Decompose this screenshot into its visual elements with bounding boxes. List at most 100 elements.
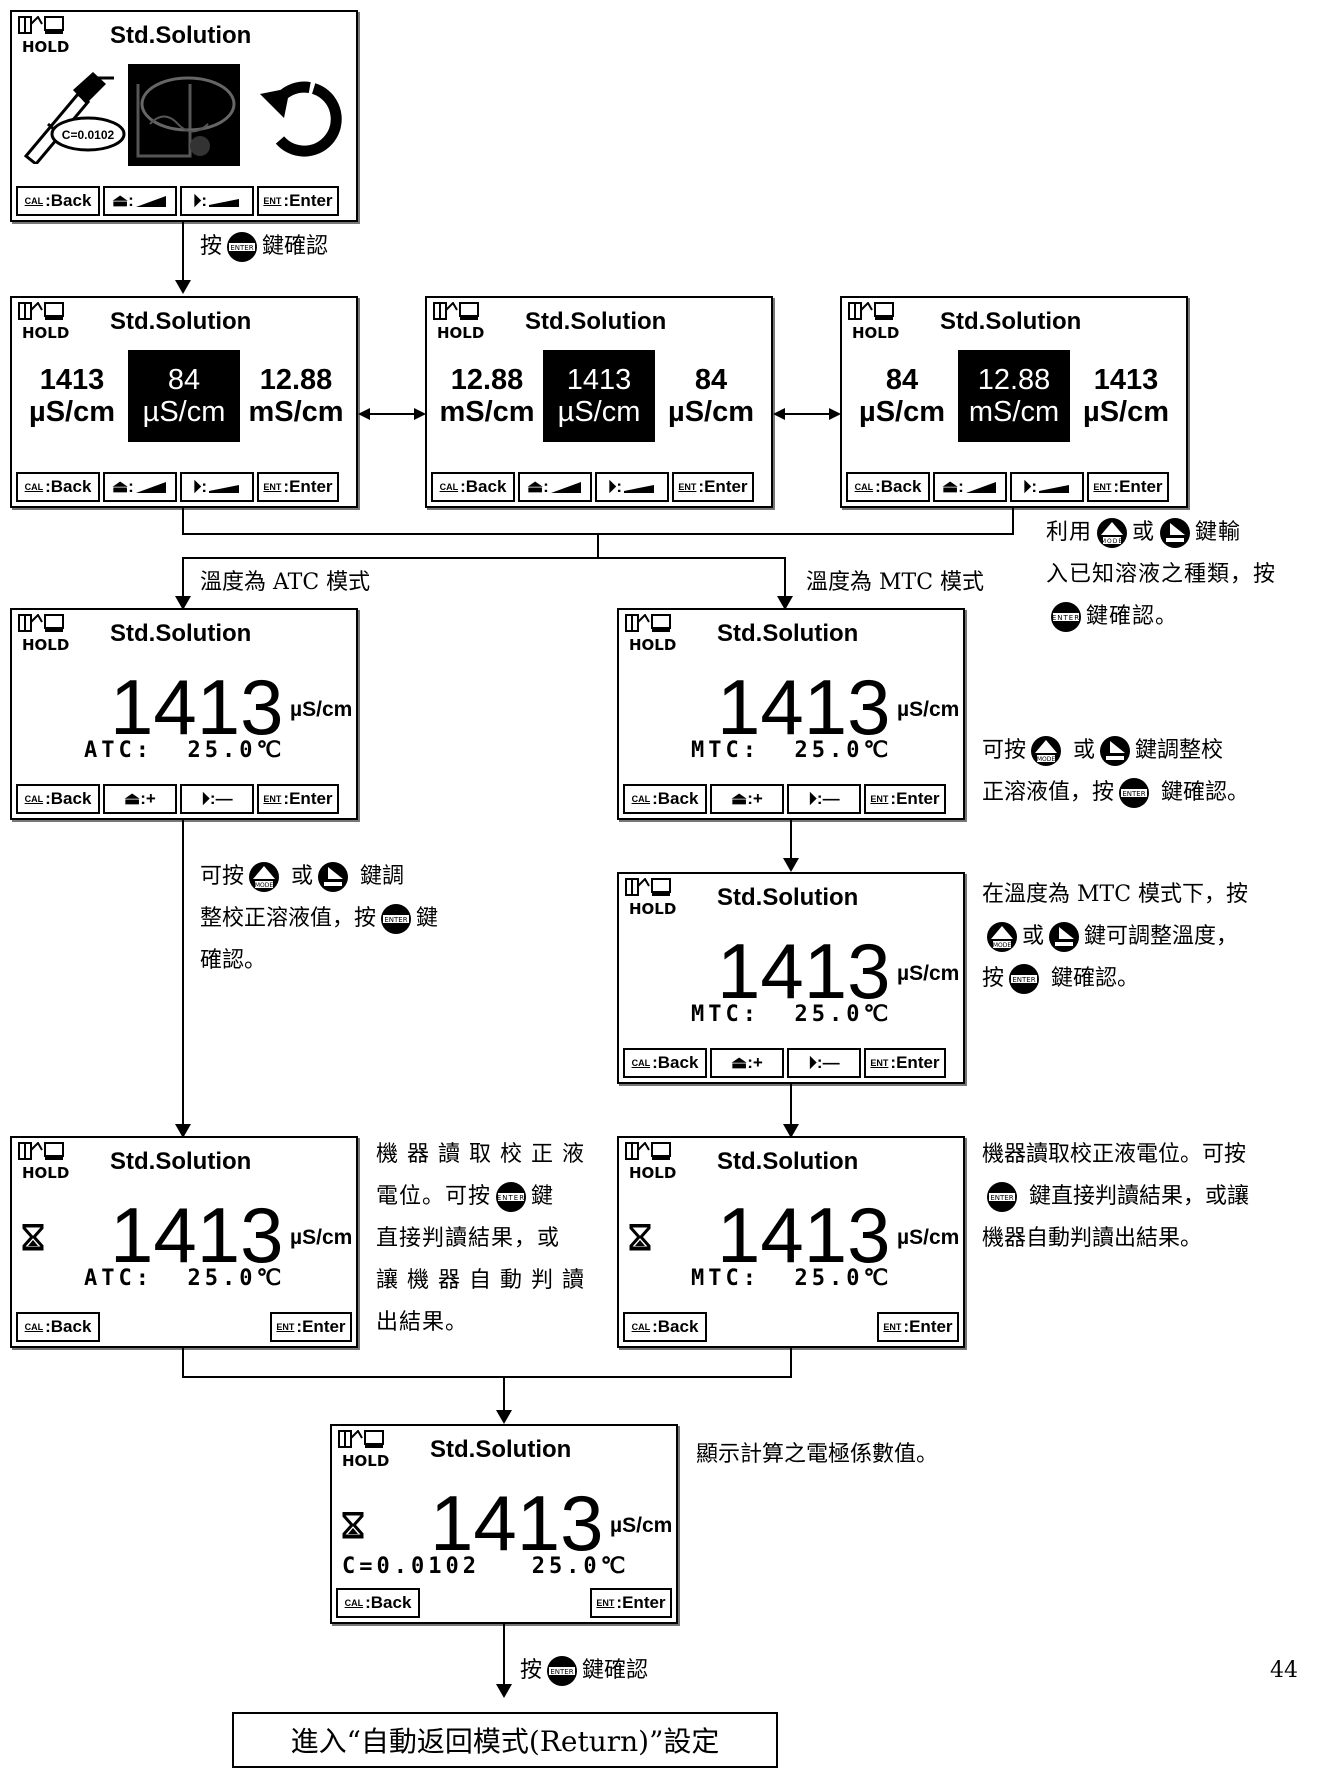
enter-key[interactable]: ENT:Enter [270, 1312, 352, 1342]
screen-title: Std.Solution [430, 1436, 572, 1463]
minus-key[interactable]: ⏵: — [787, 1048, 861, 1078]
back-key[interactable]: CAL:Back [336, 1588, 420, 1618]
right-key[interactable]: ⏵: [595, 472, 669, 502]
screen-title: Std.Solution [110, 620, 252, 647]
hourglass-icon [22, 1224, 44, 1251]
back-key[interactable]: CAL:Back [16, 1312, 100, 1342]
lcd-screen-atc-read: HOLD Std.Solution 1413 µS/cm ATC: 25.0℃ … [10, 1136, 358, 1348]
back-key[interactable]: CAL:Back [431, 472, 515, 502]
lcd-screen-mtc-adjust: HOLD Std.Solution 1413 µS/cm MTC: 25.0℃ … [617, 608, 965, 820]
unit-label: µS/cm [610, 1514, 673, 1537]
cell-constant-line: C=0.0102 25.0℃ [342, 1554, 630, 1579]
unit-label: µS/cm [290, 698, 353, 721]
mtc-mode-label: 溫度為 MTC 模式 [806, 570, 985, 595]
back-key[interactable]: CAL:Back [846, 472, 930, 502]
lcd-screen-mtc-temp: HOLD Std.Solution 1413 µS/cm MTC: 25.0℃ … [617, 872, 965, 1084]
screen-title: Std.Solution [717, 1148, 859, 1175]
mtc-read-note: 機器讀取校正液電位。可按 鍵直接判讀結果，或讓 機器自動判讀出結果。 [982, 1142, 1250, 1251]
probe-icon: C=0.0102 [23, 72, 126, 164]
lcd-screen-mtc-read: HOLD Std.Solution 1413 µS/cm MTC: 25.0℃ … [617, 1136, 965, 1348]
back-key[interactable]: CAL:Back [623, 1048, 707, 1078]
temp-line: ATC: 25.0℃ [84, 738, 286, 763]
hold-icon: HOLD [18, 302, 70, 342]
right-key[interactable]: ⏵: [1010, 472, 1084, 502]
back-key[interactable]: CAL:Back [16, 784, 100, 814]
softkey-bar: CAL:Back ENT:Enter [336, 1588, 672, 1618]
enter-key[interactable]: ENT:Enter [877, 1312, 959, 1342]
enter-key[interactable]: ENT:Enter [1087, 472, 1169, 502]
choose-solution-note: 利用或鍵輸 入已知溶液之種類，按 鍵確認。 [1046, 512, 1316, 638]
temp-line: MTC: 25.0℃ [691, 738, 893, 763]
softkey-bar: CAL:Back ⏏: + ⏵: — ENT:Enter [623, 1048, 959, 1078]
temp-line: MTC: 25.0℃ [691, 1002, 893, 1027]
press-enter-note-1: 按鍵確認 [200, 226, 328, 268]
hold-icon: HOLD [338, 1430, 390, 1470]
enter-key[interactable]: ENT:Enter [864, 1048, 946, 1078]
screen-title: Std.Solution [110, 308, 252, 335]
cell-constant-label: C=0.0102 [62, 128, 115, 142]
right-key[interactable]: ⏵: [180, 472, 254, 502]
enter-button-icon [227, 232, 258, 262]
hold-icon: HOLD [18, 16, 70, 56]
temp-line: MTC: 25.0℃ [691, 1266, 893, 1291]
unit-label: µS/cm [897, 1226, 960, 1249]
lcd-screen-intro: HOLD Std.Solution C=0.0102 CAL:Back ⏏: ⏵… [10, 10, 358, 222]
flow-arrow [182, 222, 184, 282]
double-arrow [358, 408, 426, 420]
conductivity-value: 1413 [717, 927, 891, 1015]
hold-icon: HOLD [18, 614, 70, 654]
temp-line: ATC: 25.0℃ [84, 1266, 286, 1291]
mtc-adjust-note: 可按 或鍵調整校 正溶液值，按 鍵確認。 [982, 730, 1316, 814]
enter-key[interactable]: ENT:Enter [257, 472, 339, 502]
softkey-bar: CAL:Back ⏏: ⏵: ENT:Enter [16, 472, 352, 502]
plus-key[interactable]: ⏏: + [710, 784, 784, 814]
enter-key[interactable]: ENT:Enter [864, 784, 946, 814]
softkey-bar: CAL:Back ⏏: ⏵: ENT:Enter [846, 472, 1182, 502]
double-arrow [773, 408, 841, 420]
hold-icon: HOLD [848, 302, 900, 342]
return-mode-box: 進入“自動返回模式(Return)”設定 [232, 1712, 778, 1768]
back-key[interactable]: CAL:Back [16, 472, 100, 502]
atc-adjust-note: 可按 或 鍵調 整校正溶液值，按鍵 確認。 [200, 862, 439, 973]
up-key[interactable]: ⏏: [103, 186, 177, 216]
enter-key[interactable]: ENT:Enter [257, 186, 339, 216]
back-key[interactable]: CAL:Back [623, 1312, 707, 1342]
up-key[interactable]: ⏏: [518, 472, 592, 502]
up-key[interactable]: ⏏: [933, 472, 1007, 502]
minus-key[interactable]: ⏵: — [787, 784, 861, 814]
unit-label: µS/cm [897, 962, 960, 985]
softkey-bar: CAL:Back ⏏: ⏵: ENT:Enter [16, 186, 352, 216]
enter-key[interactable]: ENT:Enter [257, 784, 339, 814]
hold-icon: HOLD [625, 1142, 677, 1182]
hold-icon: HOLD [18, 1142, 70, 1182]
plus-key[interactable]: ⏏: + [103, 784, 177, 814]
softkey-bar: CAL:Back ⏏: ⏵: ENT:Enter [431, 472, 767, 502]
plus-key[interactable]: ⏏: + [710, 1048, 784, 1078]
screen-title: Std.Solution [525, 308, 667, 335]
right-key[interactable]: ⏵: [180, 186, 254, 216]
lcd-screen-result: HOLD Std.Solution 1413 µS/cm C=0.0102 25… [330, 1424, 678, 1624]
screen-title: Std.Solution [110, 22, 252, 49]
back-key[interactable]: CAL:Back [16, 186, 100, 216]
lcd-screen-atc-adjust: HOLD Std.Solution 1413 µS/cm ATC: 25.0℃ … [10, 608, 358, 820]
screen-title: Std.Solution [717, 884, 859, 911]
screen-title: Std.Solution [940, 308, 1082, 335]
unit-label: µS/cm [897, 698, 960, 721]
page-number: 44 [1270, 1658, 1298, 1683]
back-key[interactable]: CAL:Back [623, 784, 707, 814]
up-key[interactable]: ⏏: [103, 472, 177, 502]
enter-key[interactable]: ENT:Enter [672, 472, 754, 502]
enter-key[interactable]: ENT:Enter [590, 1588, 672, 1618]
minus-key[interactable]: ⏵: — [180, 784, 254, 814]
hold-icon: HOLD [625, 614, 677, 654]
softkey-bar: CAL:Back ENT:Enter [623, 1312, 959, 1342]
